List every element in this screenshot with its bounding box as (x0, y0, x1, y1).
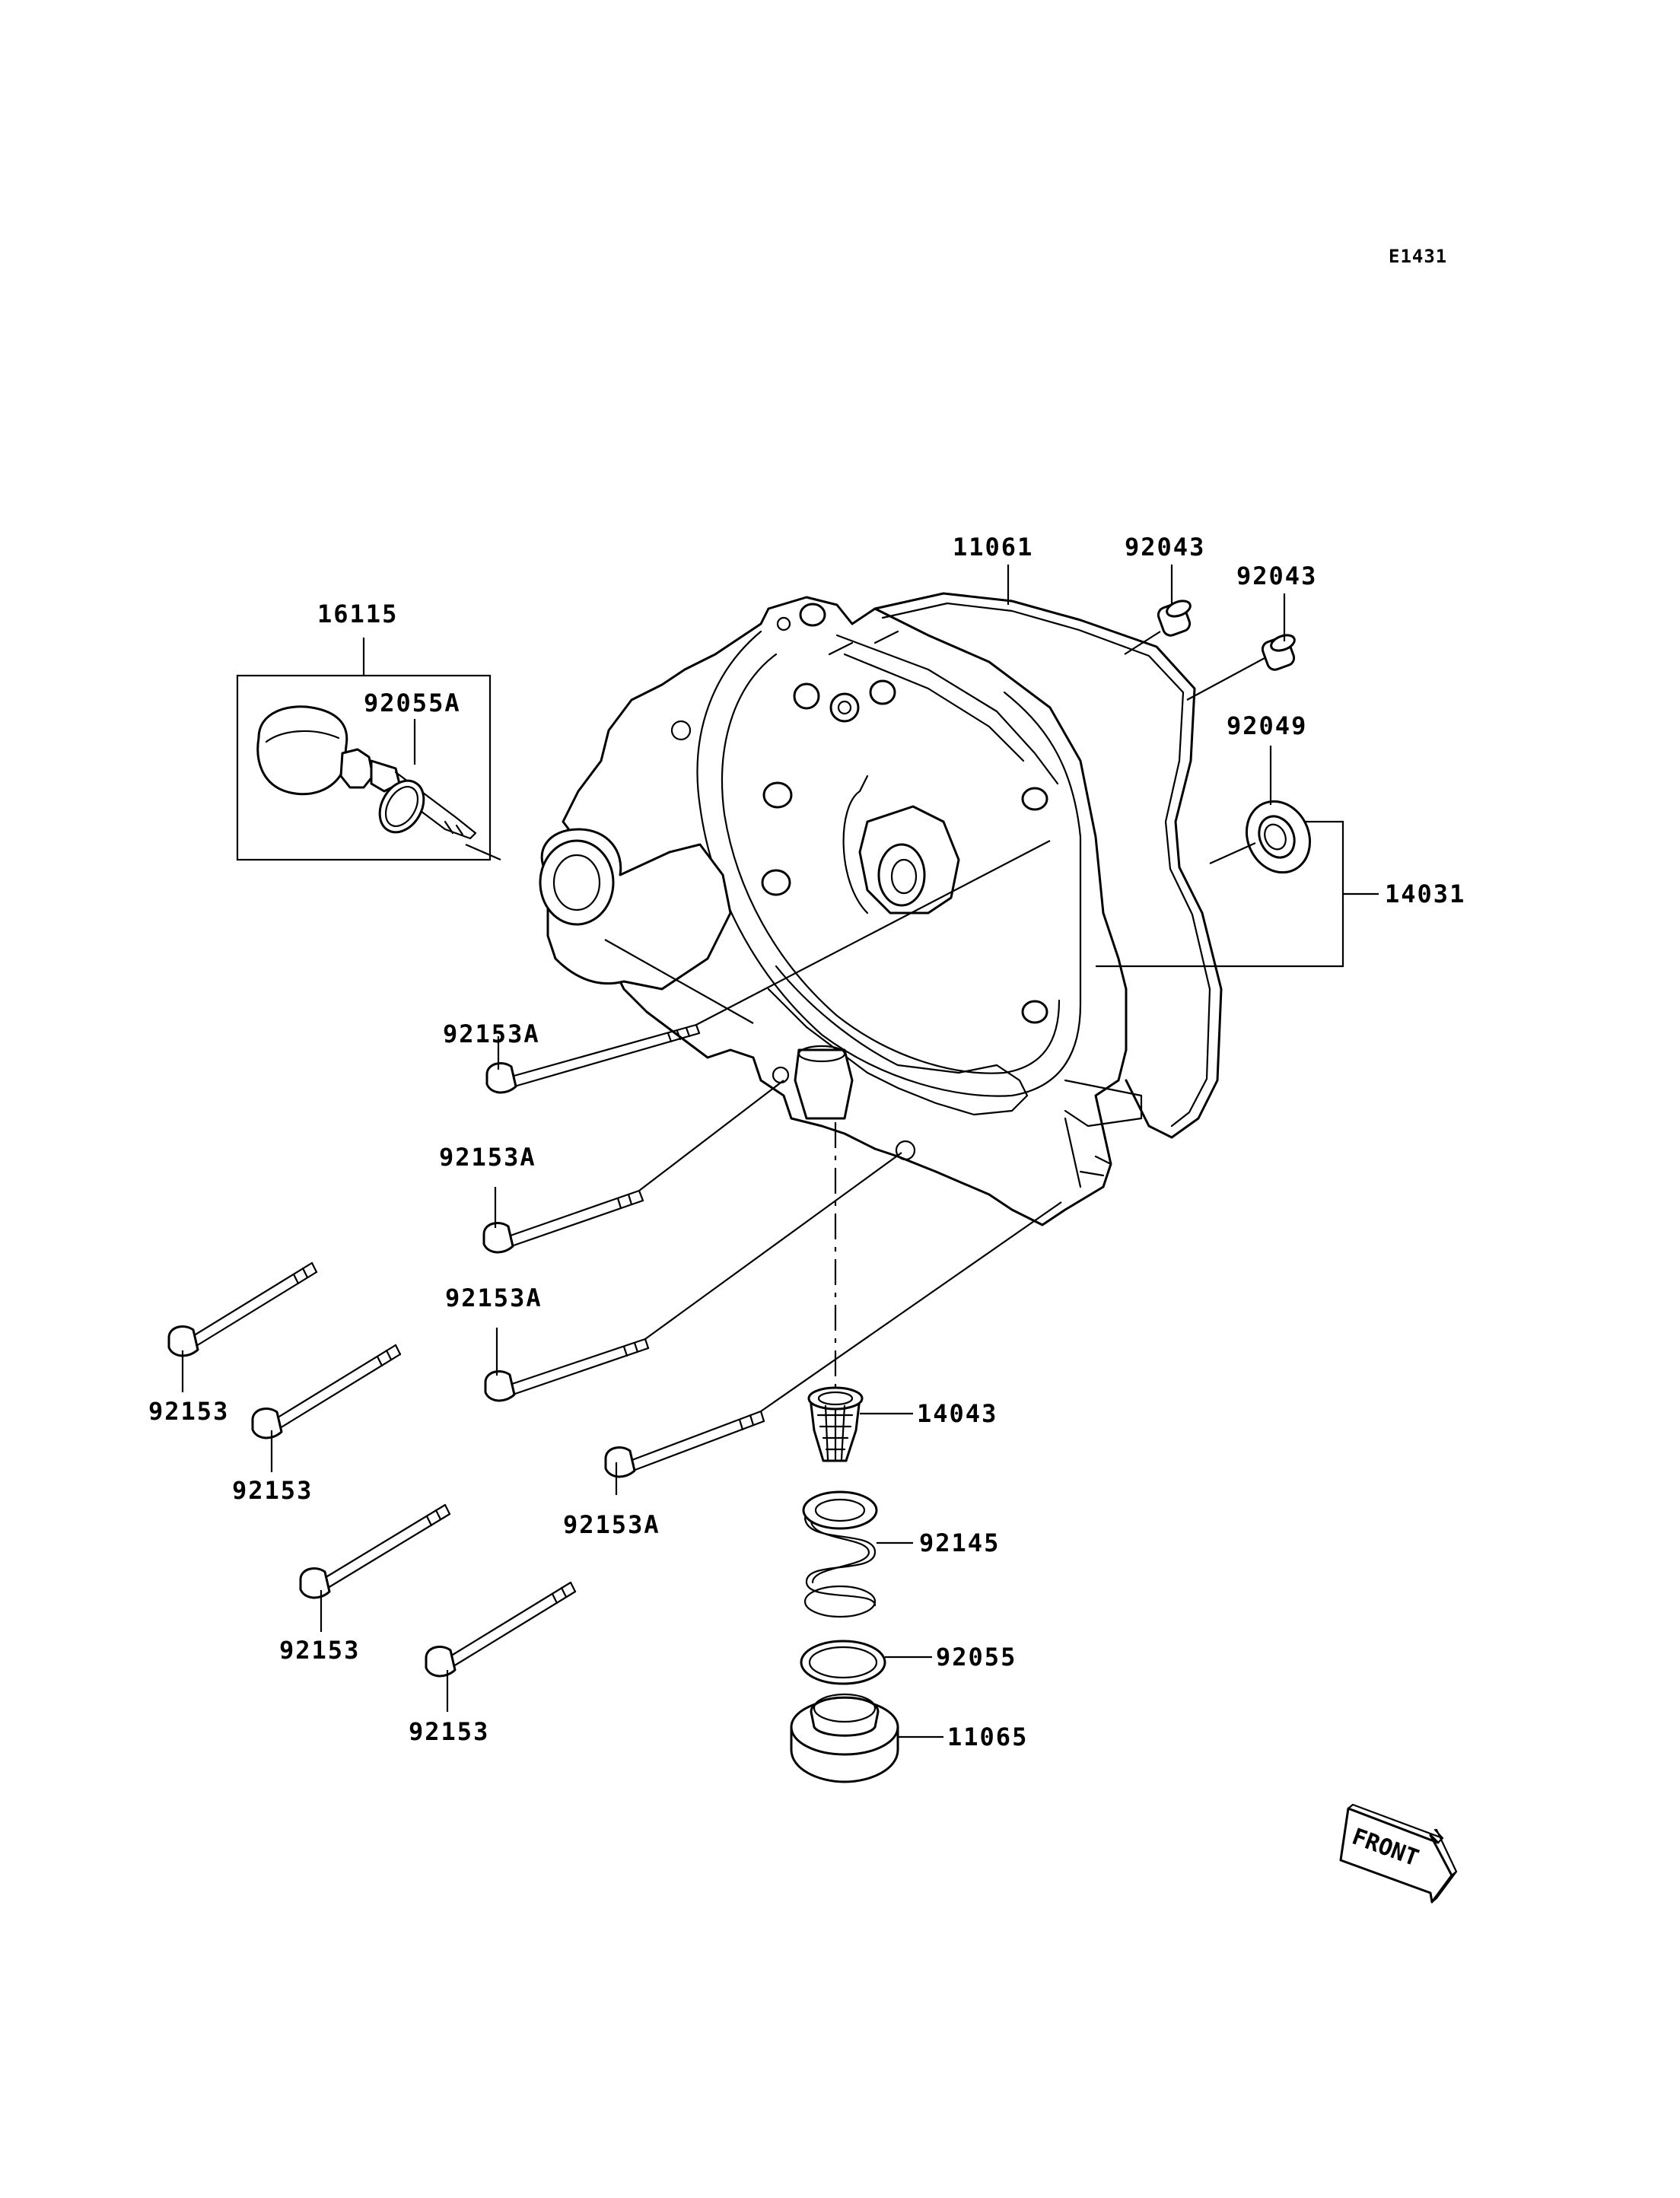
dowel-pin-1 (1157, 600, 1192, 637)
assembly-lines (465, 631, 1265, 1412)
label-92055: 92055 (936, 1643, 1017, 1672)
label-92153-b: 92153 (232, 1476, 313, 1505)
label-92145: 92145 (919, 1528, 1000, 1557)
label-16115: 16115 (317, 600, 398, 628)
bolt-92153A-4 (604, 1410, 765, 1478)
drain-o-ring (800, 1640, 886, 1685)
label-14031: 14031 (1385, 880, 1465, 908)
label-92153A-c: 92153A (445, 1283, 542, 1312)
oil-seal (1245, 800, 1312, 874)
bolt-92153-3 (299, 1503, 451, 1599)
bolt-92153-1 (167, 1261, 318, 1357)
label-92153-d: 92153 (409, 1717, 489, 1746)
label-92049: 92049 (1227, 711, 1307, 740)
label-14043: 14043 (917, 1399, 998, 1428)
bolt-92153A-1 (485, 1023, 701, 1094)
crankcase-cover (539, 592, 1223, 1226)
label-11061: 11061 (953, 533, 1033, 561)
dipstick (256, 705, 477, 840)
label-92043-a: 92043 (1125, 533, 1205, 561)
front-arrow-icon: FRONT (1339, 1803, 1458, 1904)
spring (802, 1490, 878, 1618)
label-92153-a: 92153 (148, 1397, 229, 1426)
leader-lines (181, 565, 1379, 1738)
dowel-pin-2 (1261, 634, 1296, 671)
label-92153A-b: 92153A (439, 1143, 536, 1172)
bolt-92153A-3 (484, 1338, 650, 1402)
bolt-92153-2 (251, 1344, 402, 1439)
label-92043-b: 92043 (1236, 561, 1317, 590)
label-92153A-d: 92153A (563, 1510, 660, 1539)
drain-plug (790, 1693, 899, 1783)
oil-strainer (807, 1386, 864, 1462)
label-11065: 11065 (947, 1722, 1028, 1751)
diagram-code: E1431 (1389, 246, 1447, 267)
bolt-92153A-2 (482, 1189, 644, 1254)
label-92153A-a: 92153A (443, 1019, 540, 1048)
dipstick-o-ring (378, 779, 425, 834)
bolt-92153-4 (425, 1581, 577, 1678)
label-92153-c: 92153 (279, 1636, 360, 1665)
label-92055A: 92055A (364, 689, 461, 717)
